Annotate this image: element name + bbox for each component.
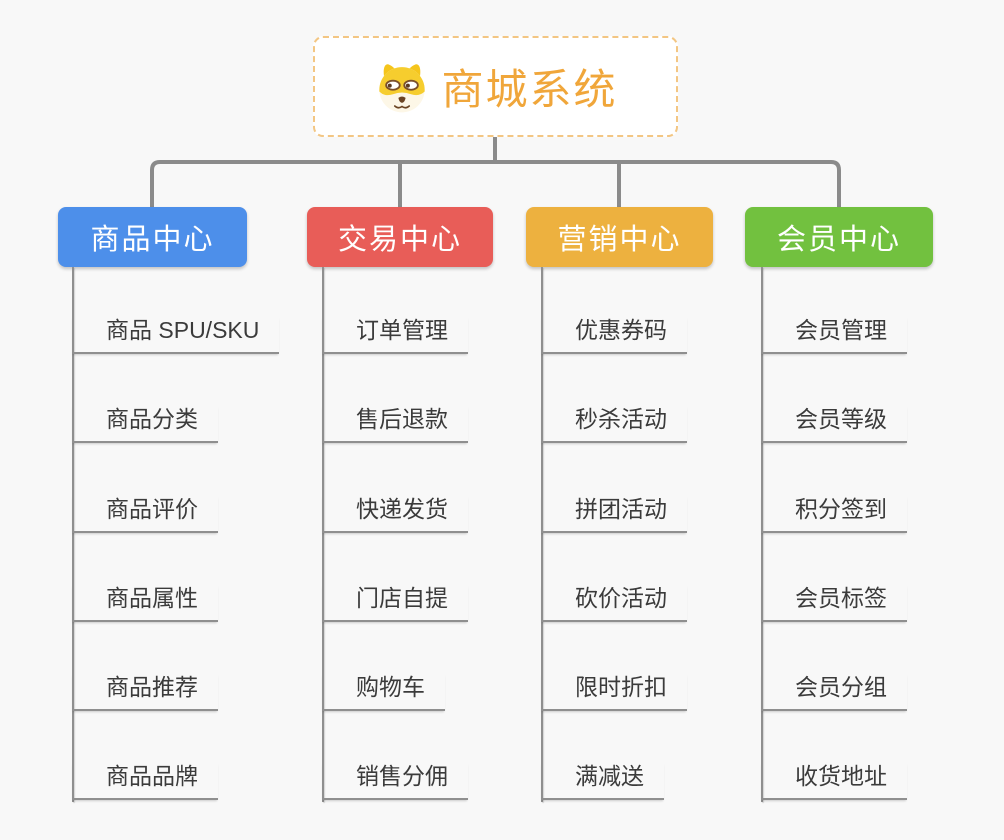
leaf-node[interactable]: 收货地址 [761, 762, 907, 800]
leaf-node[interactable]: 商品属性 [72, 584, 218, 622]
branch-node-marketing-center[interactable]: 营销中心 [526, 207, 713, 267]
branch-trunk-line [541, 267, 543, 802]
branch-children-trade-center: 订单管理 售后退款 快递发货 门店自提 购物车 销售分佣 [322, 0, 562, 840]
leaf-node[interactable]: 限时折扣 [541, 673, 687, 711]
leaf-node[interactable]: 拼团活动 [541, 495, 687, 533]
root-node[interactable]: 商城系统 [313, 36, 678, 137]
leaf-node[interactable]: 快递发货 [322, 495, 468, 533]
leaf-node[interactable]: 砍价活动 [541, 584, 687, 622]
leaf-node[interactable]: 会员分组 [761, 673, 907, 711]
branch-trunk-line [72, 267, 74, 802]
branch-children-marketing-center: 优惠券码 秒杀活动 拼团活动 砍价活动 限时折扣 满减送 [541, 0, 781, 840]
branch-children-member-center: 会员管理 会员等级 积分签到 会员标签 会员分组 收货地址 [761, 0, 1001, 840]
root-title: 商城系统 [441, 66, 618, 113]
dog-face-icon [379, 63, 426, 112]
leaf-node[interactable]: 秒杀活动 [541, 405, 687, 443]
branch-node-trade-center[interactable]: 交易中心 [307, 207, 493, 267]
branch-trunk-line [322, 267, 324, 802]
leaf-node[interactable]: 会员等级 [761, 405, 907, 443]
leaf-node[interactable]: 积分签到 [761, 495, 907, 533]
leaf-node[interactable]: 售后退款 [322, 405, 468, 443]
leaf-node[interactable]: 会员管理 [761, 316, 907, 354]
leaf-node[interactable]: 销售分佣 [322, 762, 468, 800]
branch-children-product-center: 商品 SPU/SKU 商品分类 商品评价 商品属性 商品推荐 商品品牌 [72, 0, 312, 840]
leaf-node[interactable]: 会员标签 [761, 584, 907, 622]
leaf-node[interactable]: 商品推荐 [72, 673, 218, 711]
branch-node-product-center[interactable]: 商品中心 [58, 207, 247, 267]
leaf-node[interactable]: 订单管理 [322, 316, 468, 354]
leaf-node[interactable]: 满减送 [541, 762, 664, 800]
leaf-node[interactable]: 优惠券码 [541, 316, 687, 354]
branch-node-member-center[interactable]: 会员中心 [745, 207, 933, 267]
leaf-node[interactable]: 商品品牌 [72, 762, 218, 800]
leaf-node[interactable]: 商品评价 [72, 495, 218, 533]
leaf-node[interactable]: 商品 SPU/SKU [72, 316, 280, 354]
leaf-node[interactable]: 门店自提 [322, 584, 468, 622]
leaf-node[interactable]: 购物车 [322, 673, 445, 711]
leaf-node[interactable]: 商品分类 [72, 405, 218, 443]
branch-trunk-line [761, 267, 763, 802]
